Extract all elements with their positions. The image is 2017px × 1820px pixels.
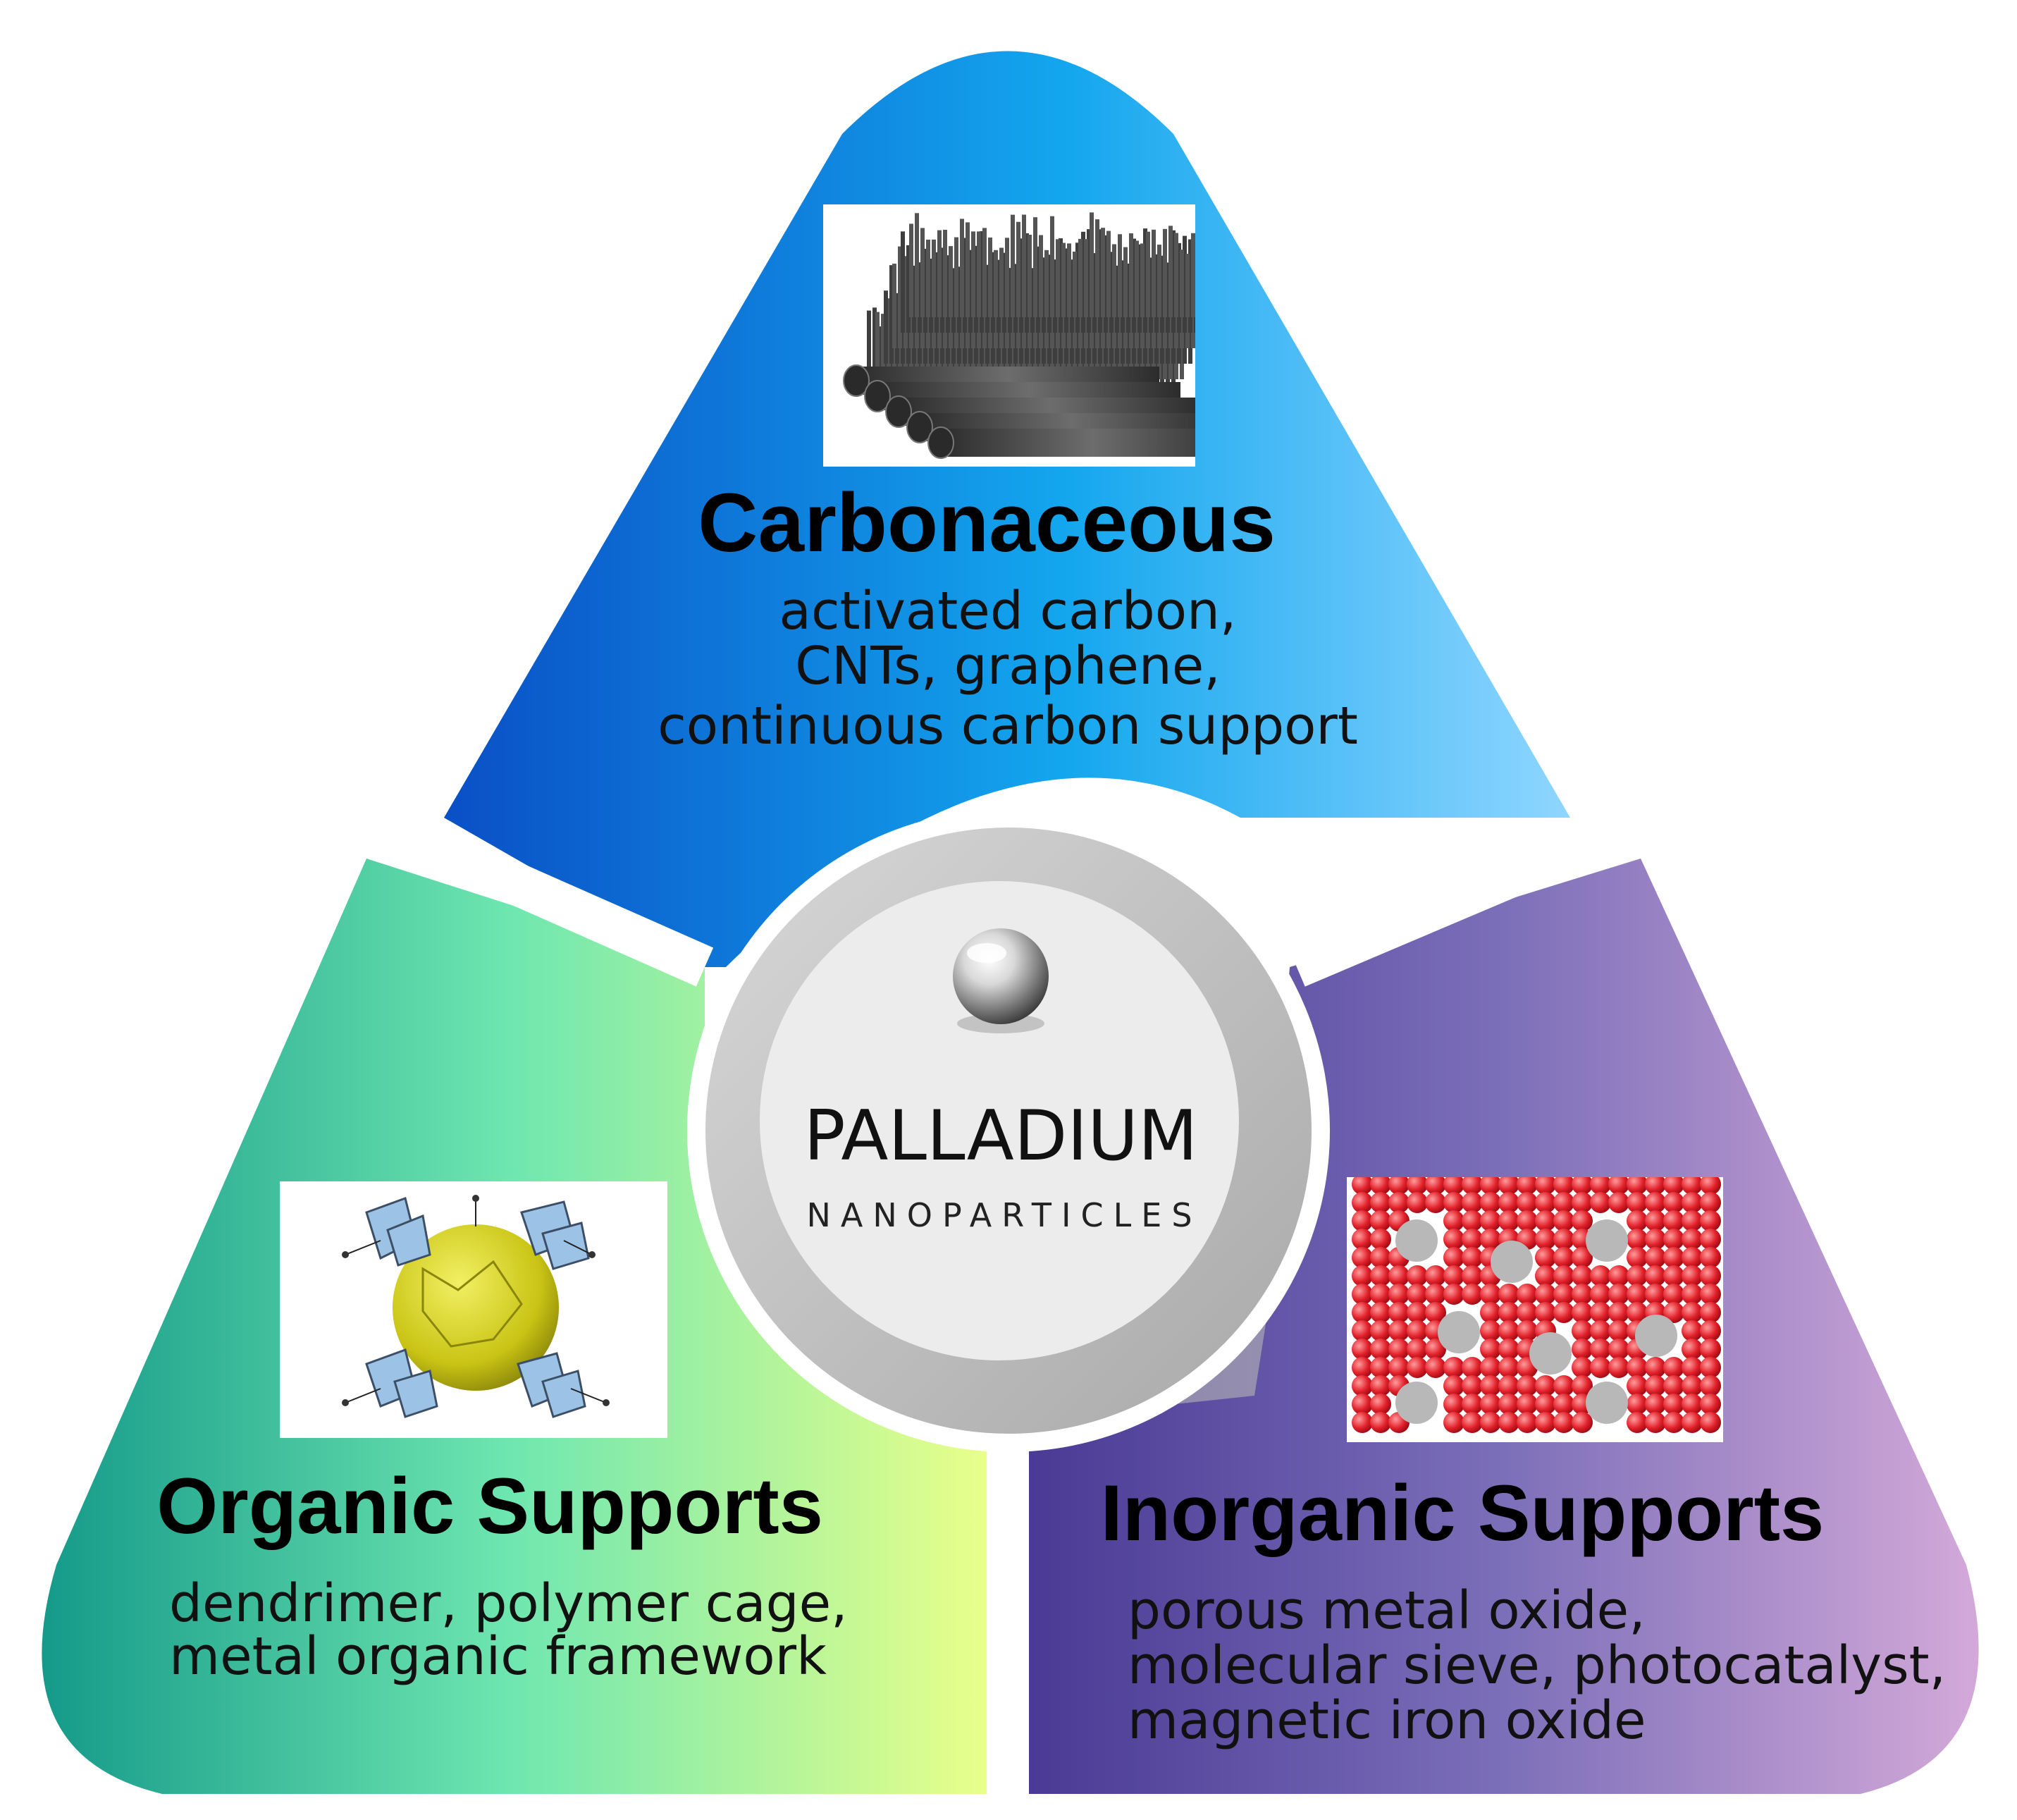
organic-line-1: dendrimer, polymer cage, — [169, 1573, 848, 1634]
metal-organic-cage-illustration — [280, 1181, 667, 1438]
inorganic-heading: Inorganic Supports — [1101, 1469, 1825, 1557]
carbonaceous-line-1: activated carbon, — [779, 581, 1237, 641]
carbonaceous-line-3: continuous carbon support — [658, 696, 1358, 756]
carbonaceous-line-2: CNTs, graphene, — [795, 636, 1221, 696]
inorganic-line-3: magnetic iron oxide — [1128, 1690, 1646, 1751]
palladium-sphere-icon — [953, 928, 1049, 1033]
carbon-nanotube-array-illustration — [823, 204, 1195, 467]
inorganic-line-1: porous metal oxide, — [1128, 1580, 1646, 1641]
molecular-sieve-lattice-illustration — [1347, 1177, 1723, 1442]
separator-left — [357, 798, 714, 987]
center-disc — [687, 809, 1330, 1452]
organic-line-2: metal organic framework — [169, 1626, 827, 1687]
inorganic-line-2: molecular sieve, photocatalyst, — [1128, 1635, 1946, 1696]
separator-right — [1288, 798, 1658, 987]
center-subtitle: NANOPARTICLES — [806, 1196, 1202, 1234]
center-title: PALLADIUM — [803, 1096, 1197, 1176]
organic-heading: Organic Supports — [156, 1462, 823, 1550]
carbonaceous-section — [444, 51, 1570, 967]
carbonaceous-heading: Carbonaceous — [698, 476, 1276, 570]
